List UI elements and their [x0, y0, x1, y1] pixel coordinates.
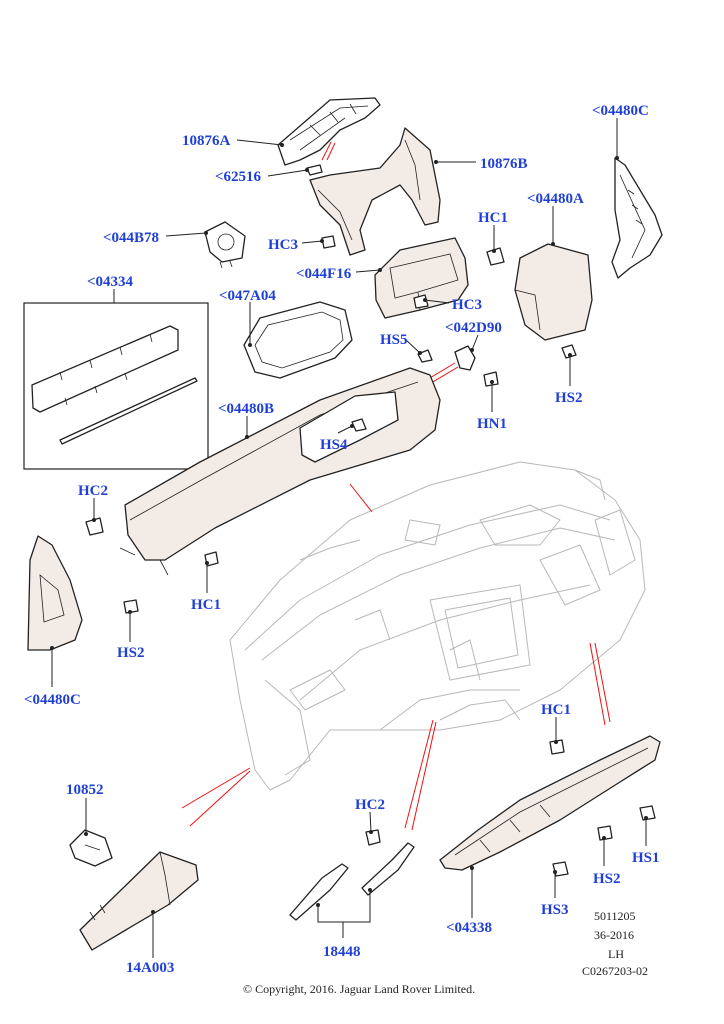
- part-044B78-switch: [204, 221, 246, 269]
- label-044B78[interactable]: <044B78: [103, 230, 159, 246]
- leader-lines: [50, 118, 648, 958]
- dashboard-assembly-outline: [229, 461, 646, 791]
- label-HS2-right[interactable]: HS2: [555, 390, 583, 406]
- part-HC3-clip-a: [321, 235, 336, 249]
- part-HS2-screw-right: [561, 344, 577, 359]
- label-04480B[interactable]: <04480B: [218, 401, 274, 417]
- label-HS2-left[interactable]: HS2: [117, 645, 145, 661]
- reference-line-4: C0267203-02: [582, 964, 648, 978]
- part-04480A-panel: [514, 243, 593, 341]
- part-HS4-screw: [351, 418, 367, 432]
- part-10876A-bracket: [277, 97, 381, 166]
- label-HC1-top[interactable]: HC1: [478, 210, 508, 226]
- label-10876A[interactable]: 10876A: [182, 133, 231, 149]
- label-HC3-a[interactable]: HC3: [268, 237, 298, 253]
- label-HC2-low[interactable]: HC2: [355, 797, 385, 813]
- label-18448[interactable]: 18448: [323, 944, 361, 960]
- part-HN1-nut: [483, 371, 499, 387]
- part-047A04-bezel: [243, 301, 353, 379]
- reference-line-1: 5011205: [594, 909, 636, 923]
- part-62516-clip: [306, 164, 323, 176]
- label-10876B[interactable]: 10876B: [480, 156, 528, 172]
- label-HC2-left[interactable]: HC2: [78, 483, 108, 499]
- label-HC1-mid[interactable]: HC1: [191, 597, 221, 613]
- part-04338-lower-panel: [439, 735, 661, 871]
- label-HS3[interactable]: HS3: [541, 902, 569, 918]
- label-10852[interactable]: 10852: [66, 782, 104, 798]
- part-14A003-panel: [79, 851, 199, 951]
- label-HS2-low[interactable]: HS2: [593, 871, 621, 887]
- part-HC1-clip-top: [486, 247, 505, 266]
- label-HS4[interactable]: HS4: [320, 437, 348, 453]
- part-042D90-bracket: [454, 345, 476, 371]
- reference-line-2: 36-2016: [594, 928, 634, 942]
- label-04334[interactable]: <04334: [87, 274, 134, 290]
- part-04480C-right-trim: [611, 157, 663, 279]
- part-HS2-screw-low: [597, 825, 613, 841]
- label-HS1[interactable]: HS1: [632, 850, 660, 866]
- label-HC1-low[interactable]: HC1: [541, 702, 571, 718]
- part-044F16-surround: [374, 237, 469, 319]
- part-HS2-screw-left: [123, 599, 139, 614]
- part-04334-inset: [23, 302, 209, 470]
- part-HS1-screw: [639, 805, 656, 821]
- label-62516[interactable]: <62516: [215, 169, 262, 185]
- label-HN1[interactable]: HN1: [477, 416, 507, 432]
- label-04480A[interactable]: <04480A: [527, 191, 584, 207]
- label-HS5[interactable]: HS5: [380, 332, 408, 348]
- label-04480C-left[interactable]: <04480C: [24, 692, 81, 708]
- label-04338[interactable]: <04338: [446, 920, 492, 936]
- label-14A003[interactable]: 14A003: [126, 960, 174, 976]
- copyright-notice: © Copyright, 2016. Jaguar Land Rover Lim…: [243, 982, 475, 996]
- part-10852-module: [69, 829, 113, 867]
- part-HC2-clip-low: [365, 829, 381, 846]
- part-04480C-left-trim: [27, 535, 83, 651]
- label-047A04[interactable]: <047A04: [219, 288, 276, 304]
- label-04480C-top[interactable]: <04480C: [592, 103, 649, 119]
- reference-block: 5011205 36-2016 LH C0267203-02: [582, 909, 648, 978]
- label-042D90[interactable]: <042D90: [445, 320, 502, 336]
- part-18448-strips: [289, 842, 415, 921]
- part-labels: 10876A <62516 10876B <04480C <044B78 HC3…: [24, 103, 660, 976]
- label-HC3-b[interactable]: HC3: [452, 297, 482, 313]
- label-044F16[interactable]: <044F16: [296, 266, 352, 282]
- part-HC1-clip-low: [549, 739, 565, 755]
- part-10876B-cowl: [309, 127, 441, 256]
- reference-line-3: LH: [608, 947, 624, 961]
